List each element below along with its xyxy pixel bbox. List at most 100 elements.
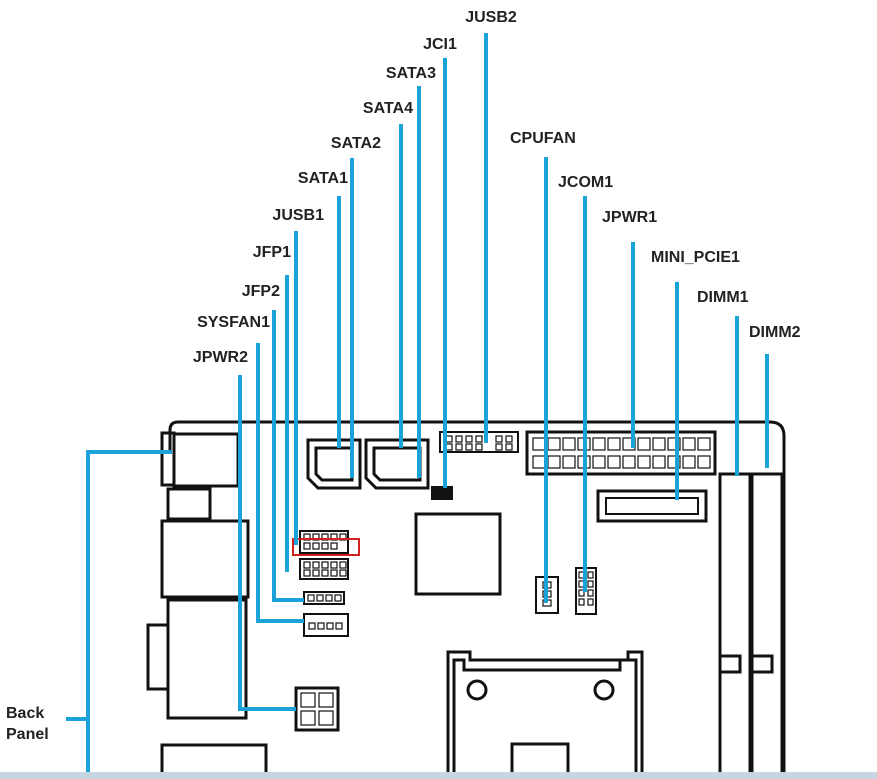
pin-jpwr1-23 [682, 455, 696, 469]
label-back-panel-line1: Back [6, 705, 45, 722]
pin-jusb2-10 [475, 443, 483, 451]
headers [294, 430, 717, 732]
mini-pcie1-slot [596, 489, 708, 523]
jci1-header [431, 486, 453, 500]
header-pins [300, 435, 711, 726]
jusb2-header [439, 431, 519, 453]
label-dimm1: DIMM1 [697, 289, 749, 306]
cpu-socket-cutout [510, 742, 570, 779]
pin-jpwr1-21 [652, 455, 666, 469]
label-back-panel: Back Panel [6, 703, 49, 745]
label-sata4: SATA4 [362, 100, 413, 117]
pin-jusb1-7 [312, 542, 320, 550]
pin-jpwr2-4 [318, 710, 334, 726]
jusb1-header [299, 530, 349, 554]
dimm1-latch [718, 654, 742, 674]
pin-sysfan1-1 [308, 622, 316, 630]
label-jfp1: JFP1 [252, 244, 291, 261]
pin-jusb2-2 [455, 435, 463, 443]
pin-jfp1-5 [339, 561, 347, 569]
label-sata1: SATA1 [297, 170, 348, 187]
label-cpufan: CPUFAN [510, 130, 576, 147]
pin-jpwr1-12 [697, 437, 711, 451]
pin-jpwr1-17 [592, 455, 606, 469]
label-sata2: SATA2 [330, 135, 381, 152]
pin-jfp1-8 [321, 569, 329, 577]
label-jusb1: JUSB1 [272, 207, 324, 224]
pin-jusb1-8 [321, 542, 329, 550]
label-sata3: SATA3 [385, 65, 436, 82]
leader-sysfan1 [256, 343, 304, 623]
board-outline [168, 420, 786, 779]
leader-back-panel [86, 450, 172, 779]
pin-jcom1-5 [578, 589, 585, 597]
pin-jcom1-6 [587, 589, 594, 597]
pin-sysfan1-4 [335, 622, 343, 630]
pin-jfp1-9 [330, 569, 338, 577]
pin-jpwr1-5 [592, 437, 606, 451]
cpu-socket-screw-left [466, 679, 488, 701]
pin-jusb2-5 [495, 435, 503, 443]
pin-jfp2-1 [307, 594, 315, 602]
pin-jcom1-7 [578, 598, 585, 606]
pin-jpwr1-15 [562, 455, 576, 469]
jfp1-header [299, 558, 349, 580]
sata-connector-2b [372, 446, 422, 482]
pin-jfp1-7 [312, 569, 320, 577]
pin-jpwr1-10 [667, 437, 681, 451]
label-jusb2: JUSB2 [465, 9, 517, 26]
label-jpwr2: JPWR2 [192, 349, 248, 366]
pin-jpwr1-24 [697, 455, 711, 469]
mini-pcie1-slot-inner [605, 497, 699, 515]
pin-jusb2-11 [495, 443, 503, 451]
label-jcom1: JCOM1 [558, 174, 614, 191]
jpwr2-connector [294, 686, 340, 732]
pin-jpwr1-14 [547, 455, 561, 469]
pin-jcom1-2 [587, 571, 594, 579]
pin-jpwr1-8 [637, 437, 651, 451]
pin-jusb1-6 [303, 542, 311, 550]
back-panel-port-6 [160, 743, 268, 779]
pin-jpwr1-13 [532, 455, 546, 469]
pin-jusb2-3 [465, 435, 473, 443]
pin-jpwr1-9 [652, 437, 666, 451]
pin-jusb2-9 [465, 443, 473, 451]
pin-jpwr1-2 [547, 437, 561, 451]
back-panel-port-3 [160, 519, 250, 599]
pin-jpwr1-18 [607, 455, 621, 469]
pin-sysfan1-2 [317, 622, 325, 630]
pin-jfp1-2 [312, 561, 320, 569]
dimm1-slot [718, 472, 752, 779]
pin-jfp1-1 [303, 561, 311, 569]
pin-jusb2-4 [475, 435, 483, 443]
label-sysfan1: SYSFAN1 [197, 314, 270, 331]
cpu-socket-latch [452, 658, 638, 779]
sata-connector-1b [314, 446, 354, 482]
jfp2-header [303, 591, 345, 605]
label-back-panel-line2: Panel [6, 726, 49, 743]
sysfan1-header [303, 613, 349, 637]
label-jpwr1: JPWR1 [602, 209, 658, 226]
pin-jpwr1-11 [682, 437, 696, 451]
dimm2-latch [750, 654, 774, 674]
cpu-socket-screw-right [593, 679, 615, 701]
pin-jcom1-8 [587, 598, 594, 606]
pin-jfp2-4 [334, 594, 342, 602]
jusb1-highlight-box [292, 538, 360, 556]
leader-jfp2 [272, 310, 304, 602]
label-dimm2: DIMM2 [749, 324, 801, 341]
pin-jpwr2-1 [300, 692, 316, 708]
pin-jfp1-10 [339, 569, 347, 577]
pin-jpwr1-6 [607, 437, 621, 451]
pin-jfp1-4 [330, 561, 338, 569]
back-panel-port-1 [172, 432, 240, 488]
pin-jpwr2-2 [318, 692, 334, 708]
back-panel-connectors [146, 431, 268, 779]
sata-connectors [306, 438, 430, 490]
pin-jcom1-4 [587, 580, 594, 588]
jpwr1-connector [525, 430, 717, 476]
cpu-socket [446, 650, 644, 779]
board [168, 420, 786, 779]
pin-jfp2-2 [316, 594, 324, 602]
